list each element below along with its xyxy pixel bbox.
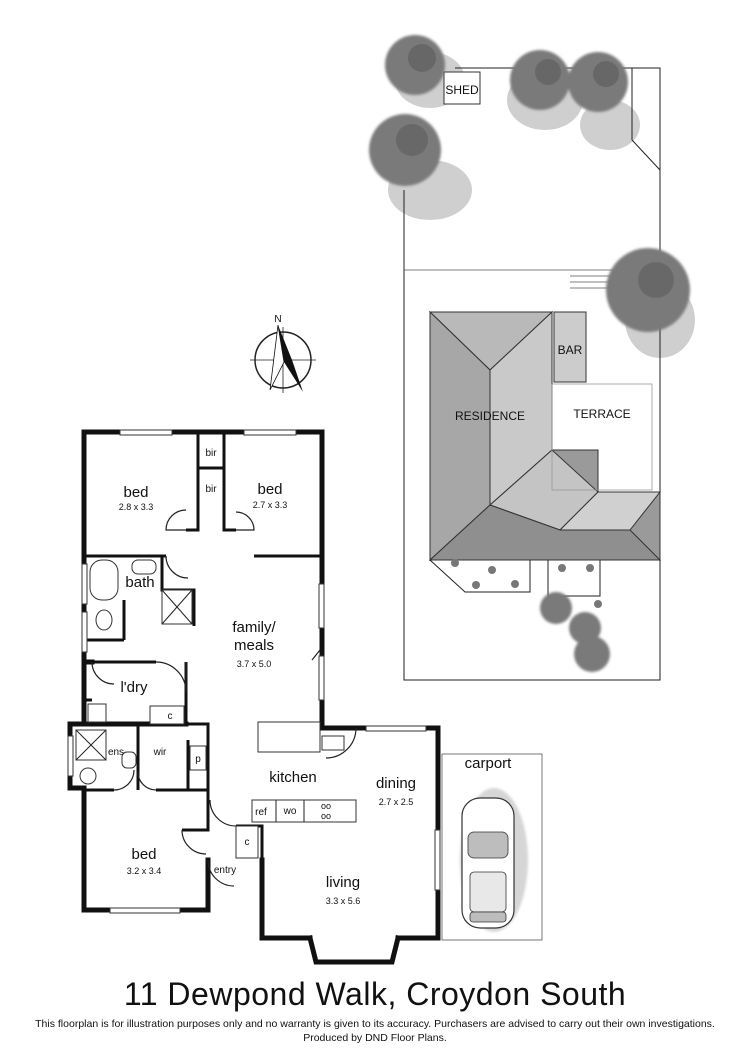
bed1-size: 2.8 x 3.3: [119, 502, 154, 512]
disclaimer-line-2: Produced by DND Floor Plans.: [303, 1032, 447, 1044]
tree-icons: [369, 35, 690, 672]
residence-label: RESIDENCE: [455, 409, 525, 423]
roof-face-front: [428, 504, 662, 561]
laundry-tub-icon: [87, 703, 107, 723]
bar-label: BAR: [558, 343, 583, 357]
flower-icons: [451, 559, 602, 608]
living-label: living: [326, 874, 360, 891]
cooktop-label-2: oo: [321, 811, 331, 821]
cooktop-label-1: oo: [321, 801, 331, 811]
shrub-icon: [574, 636, 610, 672]
pantry-label: p: [195, 754, 201, 765]
fence-line-diagonal: [631, 139, 661, 171]
kitchen-label: kitchen: [269, 769, 317, 786]
property-address-title: 11 Dewpond Walk, Croydon South: [123, 976, 627, 1012]
shed-label: SHED: [445, 83, 479, 97]
family-label-2: meals: [234, 637, 274, 654]
dining-size: 2.7 x 2.5: [379, 797, 414, 807]
carport-outline: [441, 753, 543, 941]
vanity-icon: [131, 559, 157, 575]
wall-bed3-door: [182, 790, 210, 832]
doors: [91, 509, 357, 887]
terrace-outline: [551, 383, 653, 491]
bir2-label: bir: [205, 484, 217, 495]
bed2-size: 2.7 x 3.3: [253, 500, 288, 510]
compass-north-label: N: [274, 314, 281, 325]
garden-bed-2: [547, 560, 601, 597]
bed2-label: bed: [257, 481, 282, 498]
wall-living-left: [259, 857, 313, 941]
terrace-steps: [404, 269, 615, 289]
carport-label: carport: [465, 755, 513, 772]
windows: [67, 429, 441, 914]
entry-closet: [235, 825, 259, 859]
dining-label: dining: [376, 775, 416, 792]
bathtub-icon: [89, 559, 119, 601]
pantry-box: [189, 745, 207, 771]
toilet-icon: [95, 609, 113, 631]
wall-bed1-right: [186, 432, 200, 532]
bay-window: [306, 934, 402, 965]
shrub-icon: [540, 592, 572, 624]
wall-dining-right: [319, 725, 441, 941]
site-plan: SHED RESIDENCE BAR TERRACE: [369, 35, 695, 681]
fixtures: [75, 559, 357, 859]
bed3-label: bed: [131, 846, 156, 863]
shrub-icon: [569, 612, 601, 644]
ldry-label: l'dry: [120, 679, 148, 696]
wall-wir-right: [186, 722, 210, 790]
terrace-label: TERRACE: [573, 407, 630, 421]
kitchen-island: [257, 721, 321, 753]
bed1-label: bed: [123, 484, 148, 501]
wall-oven-label: wo: [283, 806, 297, 817]
ldry-cupboard-label: c: [168, 711, 173, 722]
ensuite-toilet-icon: [79, 767, 97, 785]
living-size: 3.3 x 5.6: [326, 896, 361, 906]
laundry-cupboard: [149, 705, 185, 725]
floor-plan: bed 2.8 x 3.3 bir bir bed 2.7 x 3.3 bath…: [67, 429, 543, 965]
disclaimer-line-1: This floorplan is for illustration purpo…: [35, 1018, 715, 1030]
family-size: 3.7 x 5.0: [237, 659, 272, 669]
entry-label: entry: [214, 865, 236, 876]
wall-bed3-outer: [67, 721, 211, 913]
sink-icon: [321, 735, 345, 751]
bed3-size: 3.2 x 3.4: [127, 866, 162, 876]
wir-label: wir: [153, 747, 167, 758]
ref-label: ref: [255, 807, 267, 818]
bath-label: bath: [125, 574, 154, 591]
bir1-label: bir: [205, 448, 217, 459]
ens-label: ens: [108, 747, 124, 758]
car-icon: [460, 788, 528, 932]
family-label-1: family/: [232, 619, 276, 636]
garden-bed: [429, 559, 531, 593]
compass-icon: N: [250, 314, 316, 393]
entry-cupboard-label: c: [245, 837, 250, 848]
shed-outline: [443, 71, 481, 105]
wall-bed2-left: [222, 432, 236, 532]
ensuite-basin-icon: [121, 751, 137, 769]
bar-outline: [553, 311, 587, 383]
